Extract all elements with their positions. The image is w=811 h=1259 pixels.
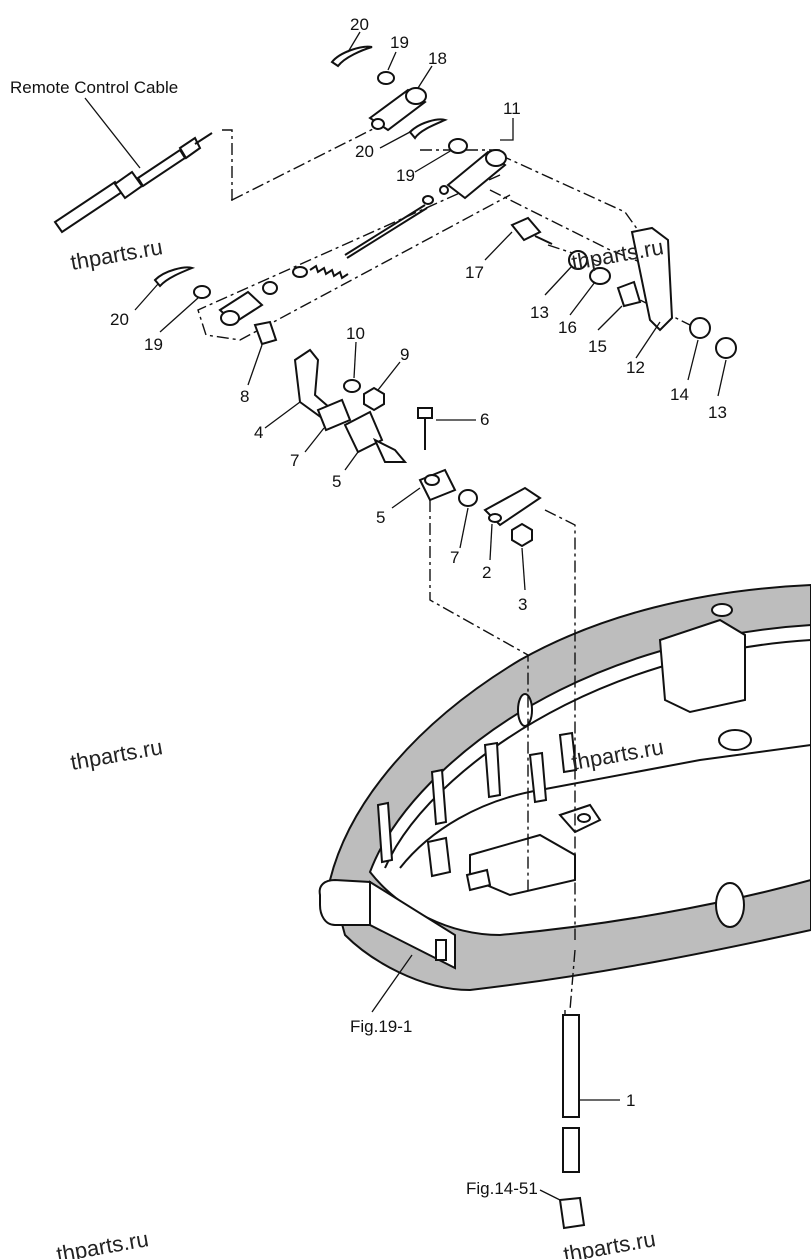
washer-19-top	[377, 71, 395, 85]
callout-7: 7	[450, 548, 459, 567]
bolt-17	[510, 216, 542, 242]
callout-numbers: 20 19 18 11 20 19 17 13 16 15 12 14 13 2…	[110, 15, 727, 1110]
callout-12: 12	[626, 358, 645, 377]
clip-20-left	[153, 266, 196, 288]
lever-12	[630, 226, 674, 332]
callout-9: 9	[400, 345, 409, 364]
callout-16: 16	[558, 318, 577, 337]
callout-13: 13	[530, 303, 549, 322]
watermark: thparts.ru	[69, 734, 165, 775]
linkage-parts	[153, 45, 737, 1230]
callout-5: 5	[376, 508, 385, 527]
callout-18: 18	[428, 49, 447, 68]
callout-20: 20	[110, 310, 129, 329]
washer-19-left	[193, 285, 211, 299]
callout-15: 15	[588, 337, 607, 356]
shaft-1	[562, 1014, 580, 1118]
joint-5-lower	[418, 468, 457, 502]
callout-6: 6	[480, 410, 489, 429]
washer-10	[343, 379, 361, 393]
callout-4: 4	[254, 423, 263, 442]
callout-19: 19	[144, 335, 163, 354]
joint-5-upper	[343, 410, 384, 454]
callout-20: 20	[355, 142, 374, 161]
callout-8: 8	[240, 387, 249, 406]
leader-lines	[84, 31, 727, 1201]
bushing-14	[689, 317, 711, 339]
callout-19: 19	[396, 166, 415, 185]
bushing-7-lower	[458, 489, 478, 507]
fig-19-1-label: Fig.19-1	[350, 1017, 412, 1036]
washer-19-middle	[448, 138, 468, 154]
nut-3	[511, 522, 533, 548]
clip-20-top	[330, 45, 373, 68]
watermark: thparts.ru	[55, 1226, 151, 1259]
washer-13-lower	[715, 337, 737, 359]
clip-20-middle	[408, 118, 448, 140]
callout-2: 2	[482, 563, 491, 582]
callout-17: 17	[465, 263, 484, 282]
lever-4	[293, 348, 332, 420]
callout-10: 10	[346, 324, 365, 343]
washer-13-upper	[568, 250, 588, 270]
nut-9	[363, 386, 385, 412]
callout-11: 11	[503, 99, 521, 118]
collar-15	[616, 280, 642, 308]
fig-14-51-label: Fig.14-51	[466, 1179, 538, 1198]
callout-3: 3	[518, 595, 527, 614]
callout-14: 14	[670, 385, 689, 404]
pin-8	[253, 320, 278, 346]
watermark: thparts.ru	[562, 1226, 658, 1259]
remote-control-cable	[53, 132, 213, 234]
remote-control-cable-label: Remote Control Cable	[10, 78, 178, 97]
bushing-7-upper	[316, 398, 352, 432]
lower-cowling	[318, 583, 811, 992]
fig-14-51-part	[558, 1196, 586, 1230]
callout-19: 19	[390, 33, 409, 52]
callout-13: 13	[708, 403, 727, 422]
bolt-6	[417, 407, 433, 419]
callout-1: 1	[626, 1091, 635, 1110]
washer-16	[589, 267, 611, 285]
callout-7: 7	[290, 451, 299, 470]
callout-20: 20	[350, 15, 369, 34]
callout-5: 5	[332, 472, 341, 491]
watermark: thparts.ru	[69, 234, 165, 275]
